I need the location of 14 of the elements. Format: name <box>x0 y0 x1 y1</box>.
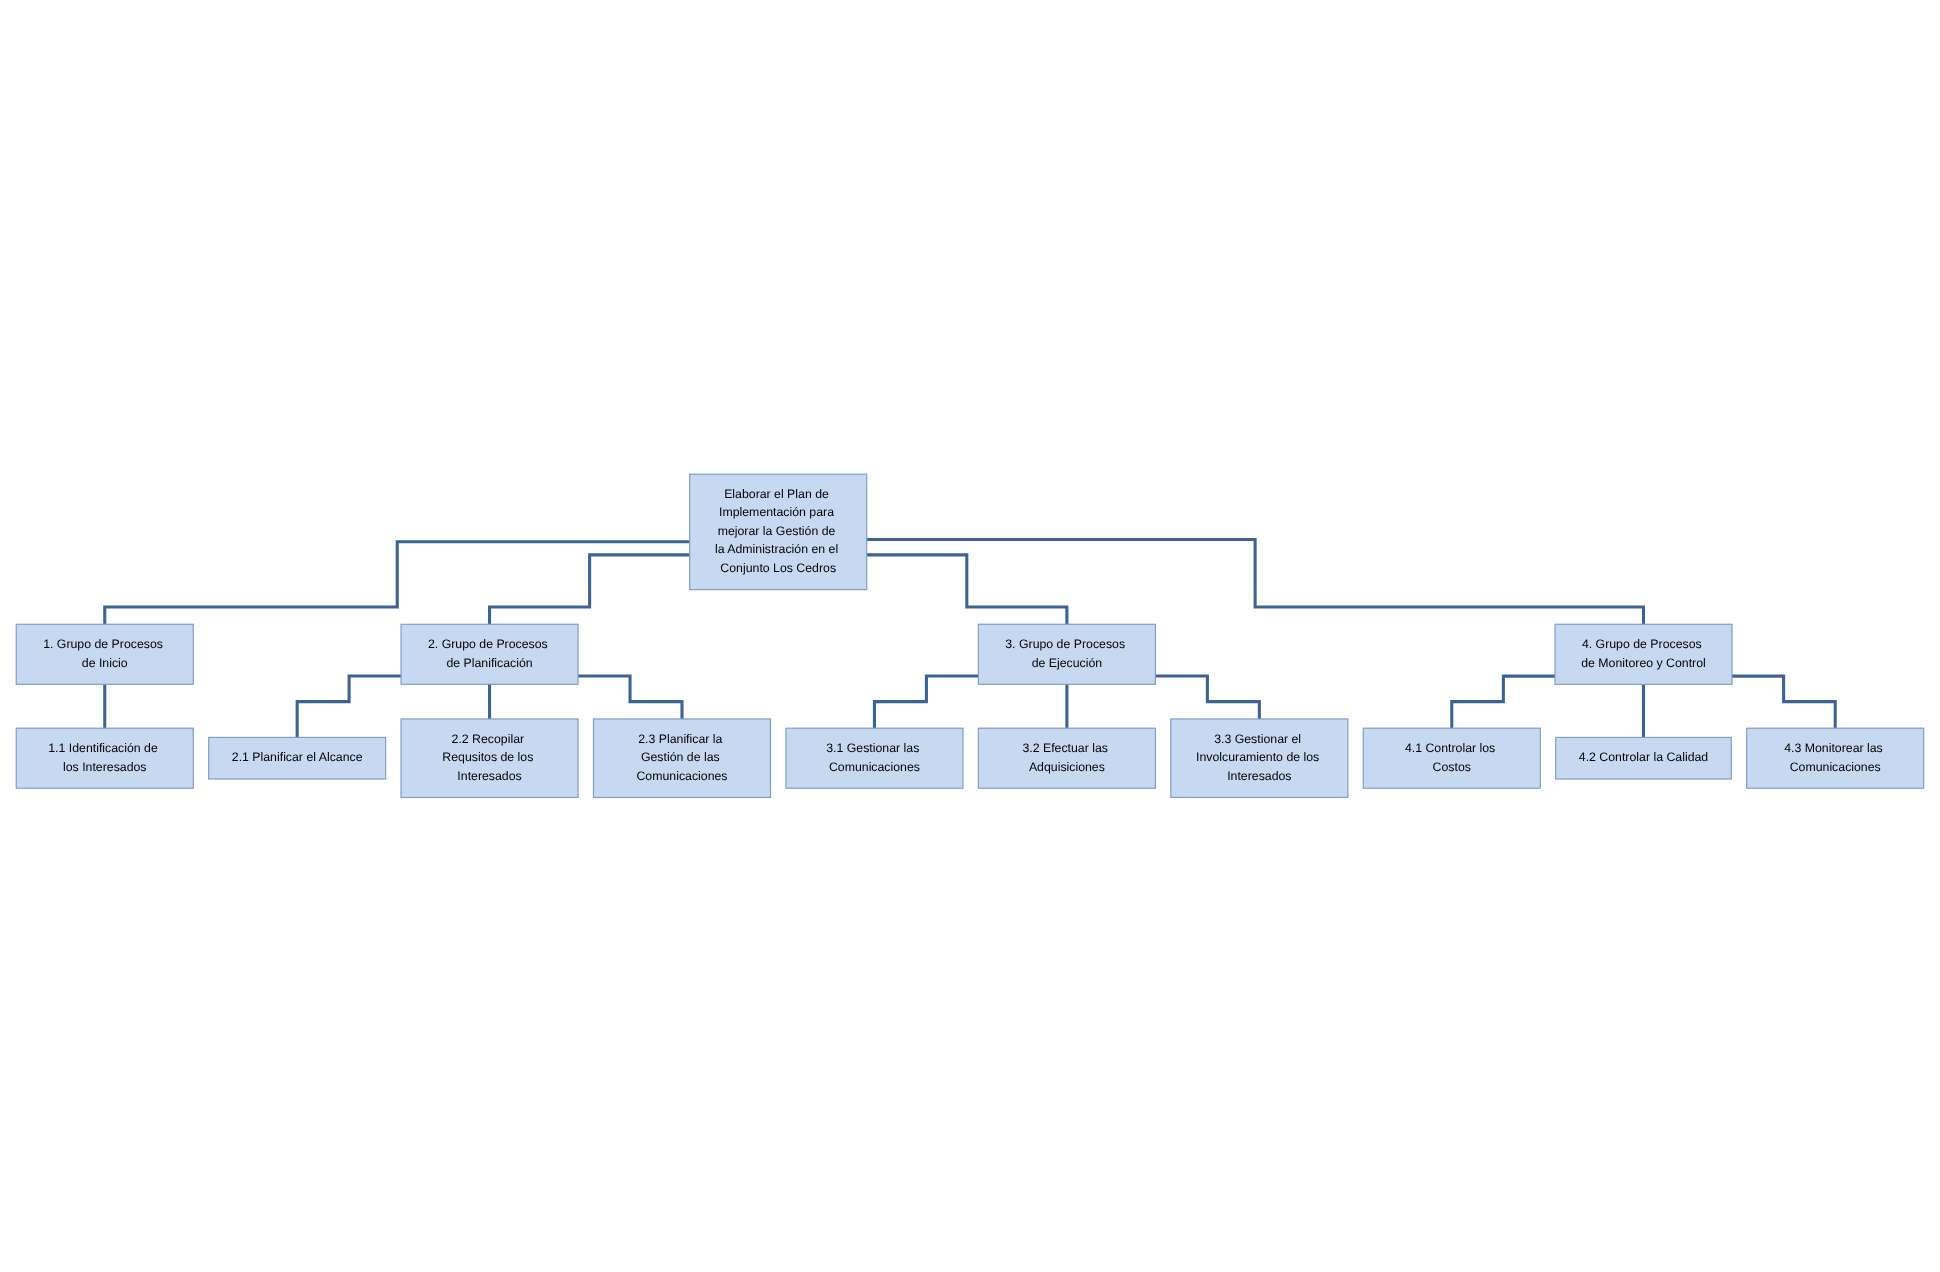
connector <box>488 682 492 721</box>
connector <box>295 674 402 740</box>
connector <box>872 674 979 730</box>
connector <box>1155 674 1261 721</box>
connector <box>1450 674 1555 730</box>
connector <box>103 682 107 730</box>
connector <box>1641 682 1646 740</box>
connector <box>1732 674 1837 730</box>
connector <box>866 538 1646 626</box>
connector <box>578 674 684 721</box>
connector <box>488 553 690 626</box>
connector <box>1065 682 1069 730</box>
connector <box>103 540 690 626</box>
connector <box>866 553 1069 626</box>
